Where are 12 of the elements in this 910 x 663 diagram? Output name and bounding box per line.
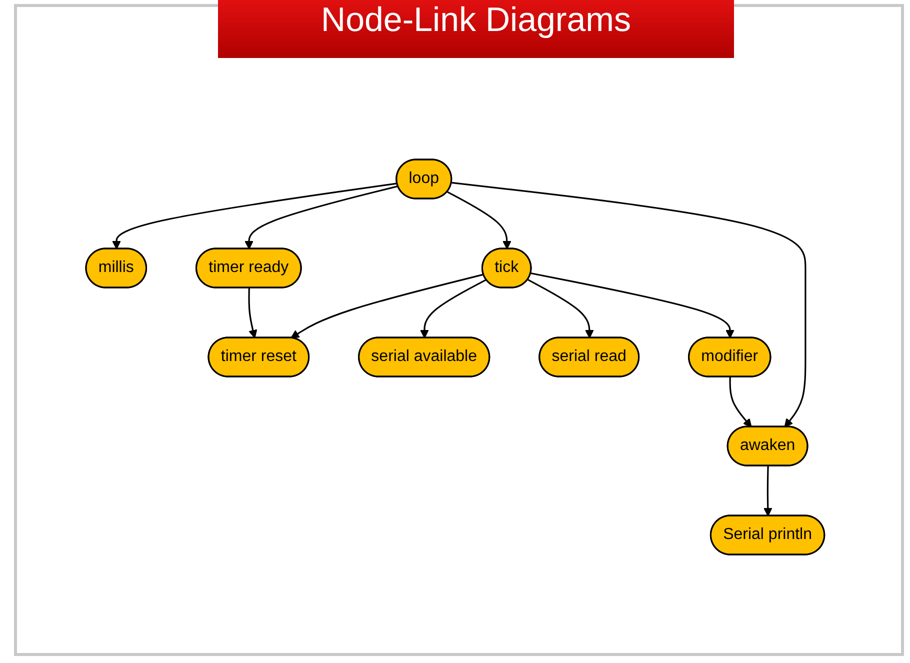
arrow: [729, 376, 752, 428]
arrow: [763, 466, 772, 516]
title-banner: Node-Link Diagrams: [218, 0, 734, 58]
arrow: [290, 274, 484, 338]
arrow: [420, 279, 486, 338]
arrow: [527, 279, 594, 338]
arrow: [248, 288, 257, 338]
arrow: [451, 182, 806, 428]
arrow: [244, 185, 398, 250]
arrow: [112, 182, 398, 250]
arrow: [446, 191, 512, 250]
arrow: [530, 272, 734, 338]
